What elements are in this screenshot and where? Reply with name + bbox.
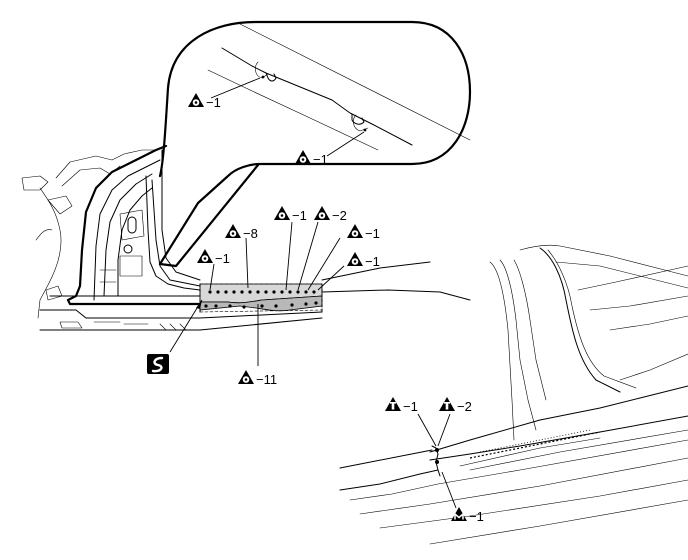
callout-weld-1d: −1 <box>347 252 380 269</box>
spot-weld-icon <box>238 370 254 384</box>
cut-icon <box>385 397 401 411</box>
spot-weld-icon <box>188 93 204 107</box>
spot-weld-icon <box>274 206 290 220</box>
spot-weld-icon <box>347 252 363 266</box>
callout-weld-2: −2 <box>314 206 347 223</box>
svg-text:−11: −11 <box>256 372 277 387</box>
svg-text:−1: −1 <box>365 254 380 269</box>
svg-text:−1: −1 <box>469 509 484 524</box>
spot-weld-icon <box>225 224 241 238</box>
callout-mig-1: −1 <box>450 506 484 524</box>
rear-quarter-view <box>339 244 688 545</box>
sill-replacement-section <box>199 283 323 313</box>
section-symbol <box>147 354 169 374</box>
svg-text:−2: −2 <box>332 208 347 223</box>
spot-weld-icon <box>197 249 213 263</box>
zoom-bubble: −1 −1 <box>158 20 472 268</box>
mig-weld-icon <box>450 506 468 522</box>
callout-weld-8: −8 <box>225 224 258 241</box>
spot-weld-dots <box>204 290 318 309</box>
svg-text:−1: −1 <box>215 251 230 266</box>
spot-weld-icon <box>295 150 311 164</box>
callout-weld-1a: −1 <box>197 249 230 266</box>
callout-cut-1: −1 <box>385 397 418 414</box>
svg-text:−1: −1 <box>206 95 221 110</box>
svg-text:−1: −1 <box>313 152 328 167</box>
cut-icon <box>439 397 455 411</box>
svg-text:−1: −1 <box>292 208 307 223</box>
zoom-panel-lines <box>207 23 471 151</box>
spot-weld-icon <box>347 224 363 238</box>
vehicle-side-structure <box>21 144 471 331</box>
callout-weld-1b: −1 <box>274 206 307 223</box>
callout-cut-2: −2 <box>439 397 472 414</box>
svg-text:−1: −1 <box>365 226 380 241</box>
zoom-callout-b: −1 <box>295 150 328 167</box>
svg-text:−2: −2 <box>457 399 472 414</box>
right-leaders <box>417 413 457 509</box>
spot-weld-icon <box>314 206 330 220</box>
svg-text:−1: −1 <box>403 399 418 414</box>
callout-weld-1c: −1 <box>347 224 380 241</box>
zoom-callout-a: −1 <box>188 93 221 110</box>
sill-leaders <box>169 221 345 366</box>
callout-weld-11: −11 <box>238 370 277 387</box>
svg-text:−8: −8 <box>243 226 258 241</box>
